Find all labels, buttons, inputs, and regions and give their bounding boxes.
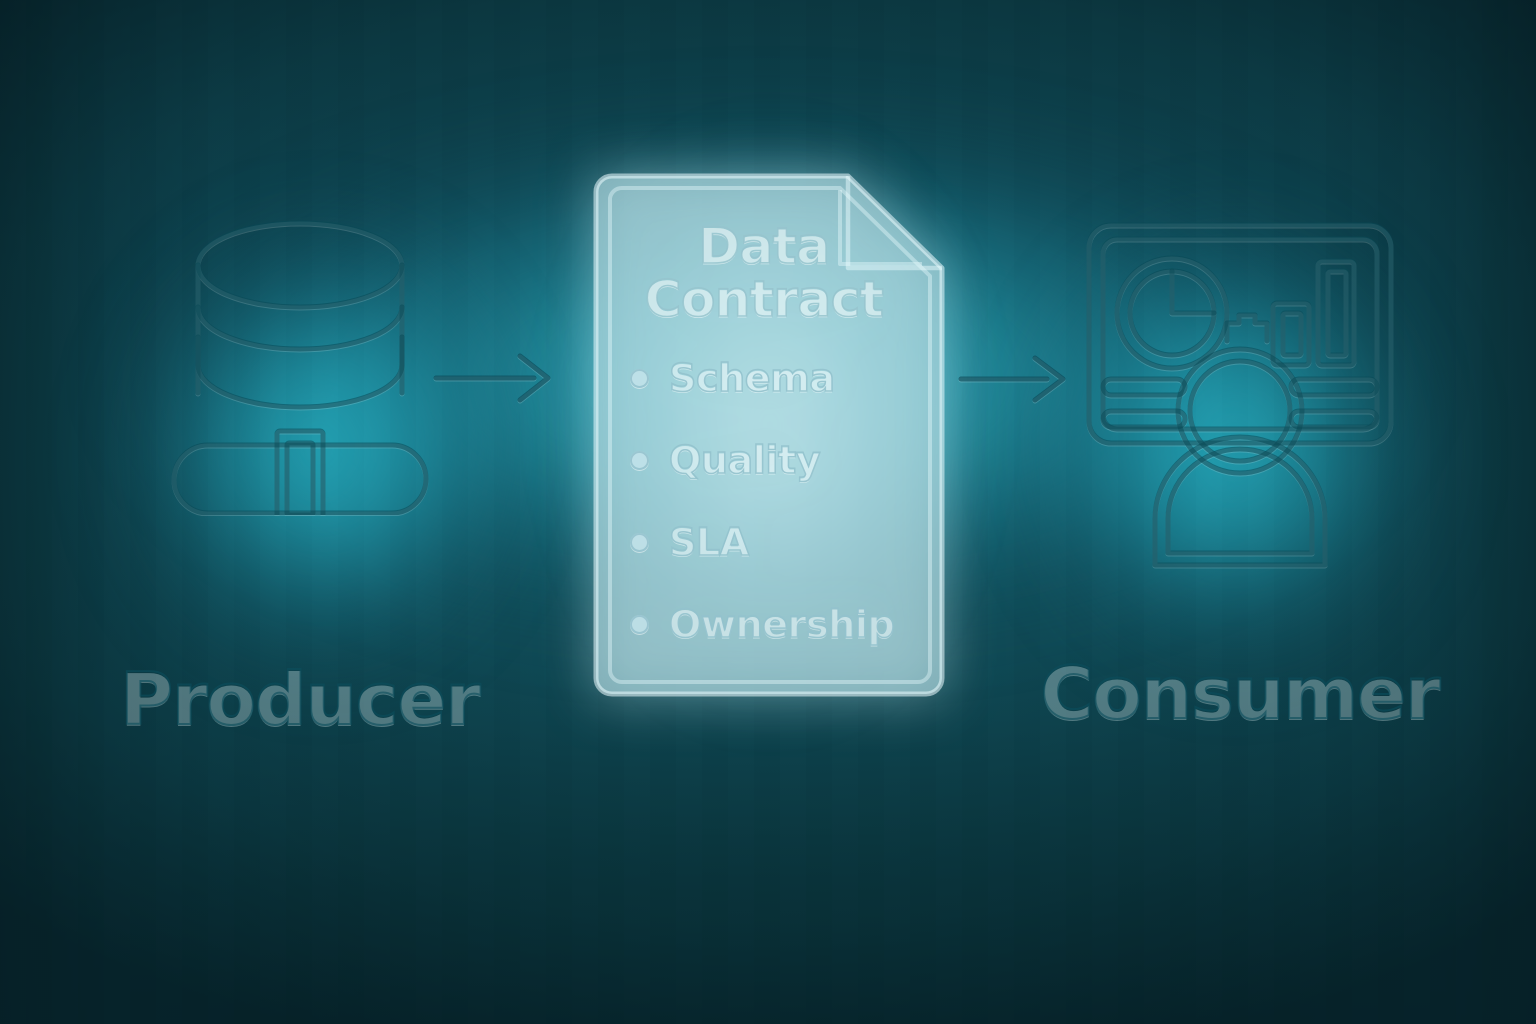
consumer-label: Consumer (1039, 651, 1441, 735)
list-item: Schema (630, 355, 924, 401)
bullet-icon (630, 532, 649, 552)
document-outline-icon (593, 173, 945, 697)
list-item-label: Schema (668, 355, 835, 401)
dashboard-user-icon (1075, 215, 1405, 575)
list-item-label: Ownership (668, 601, 895, 647)
list-item: Ownership (630, 601, 924, 647)
bullet-icon (630, 368, 649, 388)
list-item: SLA (630, 519, 924, 565)
arrow-right-icon (958, 355, 1066, 403)
document-shape (578, 168, 950, 702)
producer-node: Producer (119, 215, 482, 741)
list-item: Quality (630, 437, 924, 483)
list-item-label: Quality (668, 437, 821, 483)
arrow-producer-to-contract (430, 348, 560, 412)
document-content: Data Contract Schema Quality SLA (578, 168, 950, 702)
document-title-line-2: Contract (644, 270, 885, 328)
list-item-label: SLA (668, 519, 750, 565)
dashboard-user-icon-art (1086, 222, 1394, 568)
consumer-node: Consumer (1039, 215, 1442, 735)
document-title-line-1: Data (698, 217, 831, 275)
producer-label: Producer (119, 657, 482, 741)
bullet-icon (630, 614, 649, 634)
data-contract-document: Data Contract Schema Quality SLA (578, 168, 950, 702)
bullet-icon (630, 450, 649, 470)
document-item-list: Schema Quality SLA Ownership (604, 355, 924, 647)
arrow-right-icon (433, 353, 551, 403)
arrow-contract-to-consumer (955, 350, 1075, 412)
database-pipeline-icon (150, 215, 450, 515)
document-title: Data Contract (604, 217, 924, 328)
database-pipeline-icon-art (171, 220, 429, 515)
